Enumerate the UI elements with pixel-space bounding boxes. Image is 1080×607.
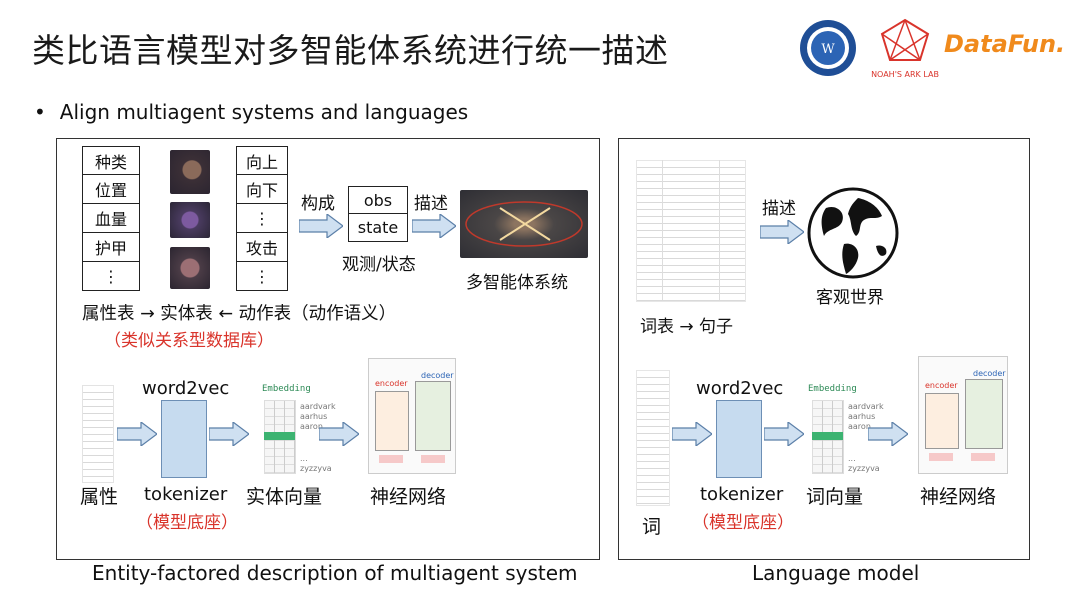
decoder-block <box>415 381 451 451</box>
model-base-label: （模型底座） <box>136 513 238 533</box>
unit-image <box>170 150 210 194</box>
action-row: ⋮ <box>236 204 288 233</box>
bullet-point: •Align multiagent systems and languages <box>34 100 469 124</box>
decoder-block <box>965 379 1003 449</box>
encoder-label: encoder <box>375 379 408 388</box>
unit-image <box>170 202 210 238</box>
embedding-highlight-row <box>812 432 843 440</box>
world-caption: 客观世界 <box>816 288 884 308</box>
embedding-word: aaron <box>300 422 323 431</box>
tokenizer-label: tokenizer <box>144 484 228 505</box>
transformer-diagram: encoder decoder <box>368 358 456 474</box>
word2vec-label: word2vec <box>696 378 784 399</box>
right-arrow-icon <box>412 214 456 238</box>
state-cell: state <box>348 214 408 242</box>
attr-row: 种类 <box>82 146 140 175</box>
noahs-ark-logo: NOAH'S ARK LAB <box>870 16 940 80</box>
describe-label: 描述 <box>762 199 796 219</box>
entity-vec-label: 实体向量 <box>246 486 323 508</box>
encoder-label: encoder <box>925 381 958 390</box>
encoder-block <box>925 393 959 449</box>
model-base-label: （模型底座） <box>692 513 794 533</box>
attribute-list-image <box>82 385 114 483</box>
vocab-caption: 词表 → 句子 <box>640 317 734 337</box>
embedding-word: aardvark <box>848 402 884 411</box>
obs-cell: obs <box>348 186 408 214</box>
embedding-words: aardvark aarhus aaron ... zyzzyva <box>848 402 884 474</box>
embedding-word: ... <box>300 454 308 463</box>
embedding-word: aaron <box>848 422 871 431</box>
action-row: 攻击 <box>236 233 288 262</box>
action-table: 向上 向下 ⋮ 攻击 ⋮ <box>236 146 288 291</box>
word-vec-label: 词向量 <box>806 486 864 508</box>
attr-row: 血量 <box>82 204 140 233</box>
embedding-highlight-row <box>264 432 295 440</box>
noahs-ark-logo-text: NOAH'S ARK LAB <box>871 70 939 79</box>
attr-row: 位置 <box>82 175 140 204</box>
vocab-table-columns <box>662 160 720 300</box>
encoder-block <box>375 391 409 451</box>
right-arrow-icon <box>209 422 249 446</box>
tokenizer-label: tokenizer <box>700 484 784 505</box>
right-arrow-icon <box>672 422 712 446</box>
compose-label: 构成 <box>301 194 335 214</box>
nn-label: 神经网络 <box>920 486 997 508</box>
obs-state-caption: 观测/状态 <box>342 255 416 275</box>
right-panel-caption: Language model <box>752 561 920 585</box>
embedding-word: aardvark <box>300 402 336 411</box>
battle-scene-image <box>460 190 588 258</box>
datafun-logo: DataFun. <box>944 30 1065 58</box>
embedding-word: zyzzyva <box>848 464 880 473</box>
tables-note: （类似关系型数据库） <box>104 331 274 351</box>
attr-label: 属性 <box>80 486 119 508</box>
obs-state-box: obs state <box>348 186 408 242</box>
embedding-word: zyzzyva <box>300 464 332 473</box>
page-title: 类比语言模型对多智能体系统进行统一描述 <box>32 31 669 70</box>
word2vec-label: word2vec <box>142 378 230 399</box>
action-row: 向下 <box>236 175 288 204</box>
right-arrow-icon <box>760 220 804 244</box>
describe-label: 描述 <box>414 194 448 214</box>
tokenizer-box <box>716 400 762 478</box>
globe-icon <box>806 186 900 284</box>
nn-label: 神经网络 <box>370 486 447 508</box>
input-block <box>379 455 403 463</box>
right-arrow-icon <box>319 422 359 446</box>
datafun-logo-text: DataFun. <box>944 30 1066 58</box>
decoder-label: decoder <box>421 371 454 380</box>
tables-caption: 属性表 → 实体表 ← 动作表（动作语义） <box>82 304 397 324</box>
embedding-word: aarhus <box>300 412 328 421</box>
transformer-diagram: encoder decoder <box>918 356 1008 474</box>
attr-row: 护甲 <box>82 233 140 262</box>
left-panel-caption: Entity-factored description of multiagen… <box>92 561 578 585</box>
action-row: 向上 <box>236 146 288 175</box>
word-label: 词 <box>642 516 662 538</box>
right-arrow-icon <box>117 422 157 446</box>
attr-row: ⋮ <box>82 262 140 291</box>
embedding-label: Embedding <box>808 384 857 394</box>
decoder-label: decoder <box>973 369 1006 378</box>
output-block <box>971 453 995 461</box>
embedding-words: aardvark aarhus aaron ... zyzzyva <box>300 402 336 474</box>
right-arrow-icon <box>299 214 343 238</box>
university-logo: W <box>798 18 858 78</box>
mas-caption: 多智能体系统 <box>466 273 568 293</box>
output-block <box>421 455 445 463</box>
embedding-word: ... <box>848 454 856 463</box>
vocab-table-image <box>636 160 746 302</box>
attribute-table: 种类 位置 血量 护甲 ⋮ <box>82 146 140 291</box>
unit-image <box>170 247 210 289</box>
action-row: ⋮ <box>236 262 288 291</box>
word-list-image <box>636 370 670 506</box>
embedding-word: aarhus <box>848 412 876 421</box>
right-arrow-icon <box>868 422 908 446</box>
input-block <box>929 453 953 461</box>
tokenizer-box <box>161 400 207 478</box>
embedding-label: Embedding <box>262 384 311 394</box>
right-arrow-icon <box>764 422 804 446</box>
svg-text:W: W <box>821 42 835 57</box>
bullet-text: Align multiagent systems and languages <box>59 100 469 124</box>
